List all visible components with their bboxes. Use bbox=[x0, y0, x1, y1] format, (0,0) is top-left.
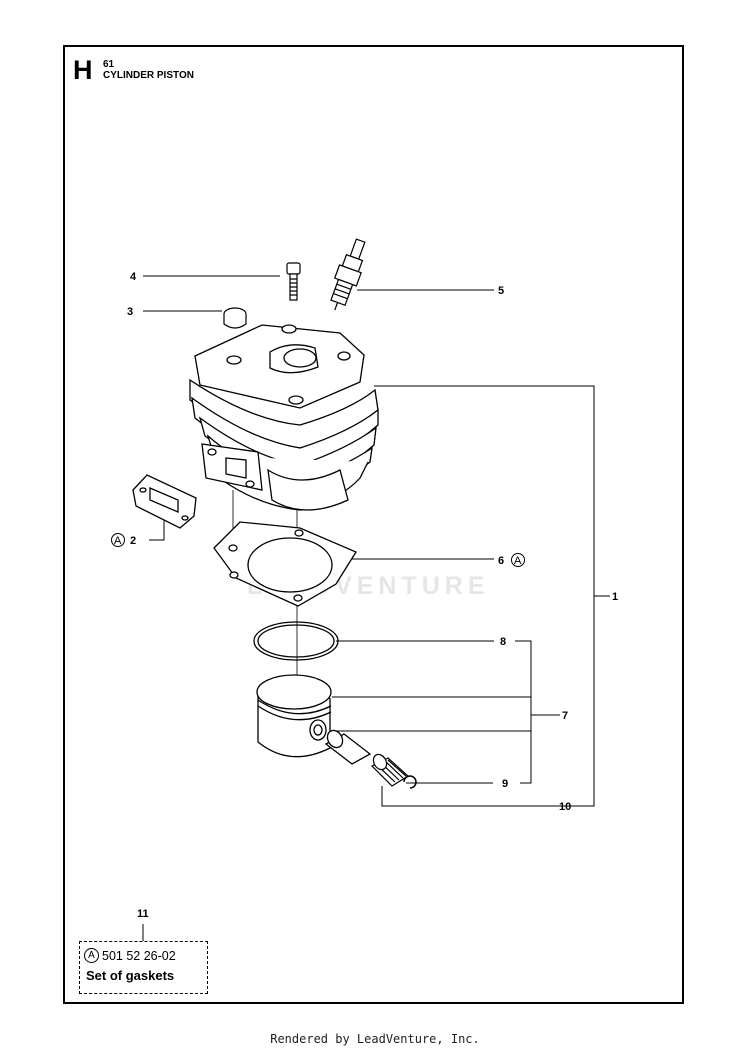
kit-part-number: 501 52 26-02 bbox=[102, 948, 176, 963]
callout-1: 1 bbox=[612, 591, 618, 603]
kit-box: A 501 52 26-02 Set of gaskets bbox=[79, 941, 208, 994]
exhaust-gasket-part bbox=[132, 474, 197, 529]
kit-marker-icon: A bbox=[84, 948, 99, 963]
callout-7: 7 bbox=[562, 710, 568, 722]
callout-10: 10 bbox=[559, 801, 571, 813]
kit-description: Set of gaskets bbox=[86, 968, 175, 983]
callout-4: 4 bbox=[130, 271, 137, 283]
section-letter: H bbox=[73, 55, 93, 85]
callout-6: 6 bbox=[498, 555, 504, 567]
leader-2 bbox=[149, 513, 165, 541]
diagram-frame bbox=[63, 45, 684, 1004]
callout-8: 8 bbox=[500, 636, 506, 648]
svg-text:A: A bbox=[114, 535, 122, 547]
callout-2: 2 bbox=[130, 535, 136, 547]
kit-marker-2: A bbox=[111, 533, 125, 547]
callout-5: 5 bbox=[498, 285, 504, 297]
kit-callout-11: 11 bbox=[137, 908, 149, 920]
callout-3: 3 bbox=[127, 306, 133, 318]
footer-credit: Rendered by LeadVenture, Inc. bbox=[270, 1032, 480, 1046]
leader-1-bracket bbox=[374, 385, 595, 807]
spark-plug-part bbox=[330, 238, 366, 311]
base-gasket-part bbox=[213, 521, 357, 607]
kit-marker-6: A bbox=[511, 553, 525, 567]
svg-text:A: A bbox=[514, 555, 522, 567]
piston-pin-part bbox=[324, 729, 372, 765]
callout-9: 9 bbox=[502, 778, 508, 790]
section-title: CYLINDER PISTON bbox=[103, 70, 194, 81]
piston-ring-part bbox=[253, 621, 339, 661]
screw-part bbox=[286, 262, 301, 301]
leader-8-bracket bbox=[515, 640, 532, 784]
cylinder-part bbox=[189, 324, 379, 511]
circlip-part bbox=[403, 775, 417, 789]
needle-bearing-part bbox=[370, 753, 409, 787]
section-number: 61 bbox=[103, 59, 115, 70]
kit-part-number-row: A 501 52 26-02 bbox=[84, 948, 176, 963]
piston-part bbox=[256, 674, 332, 758]
cap-part bbox=[223, 307, 247, 329]
